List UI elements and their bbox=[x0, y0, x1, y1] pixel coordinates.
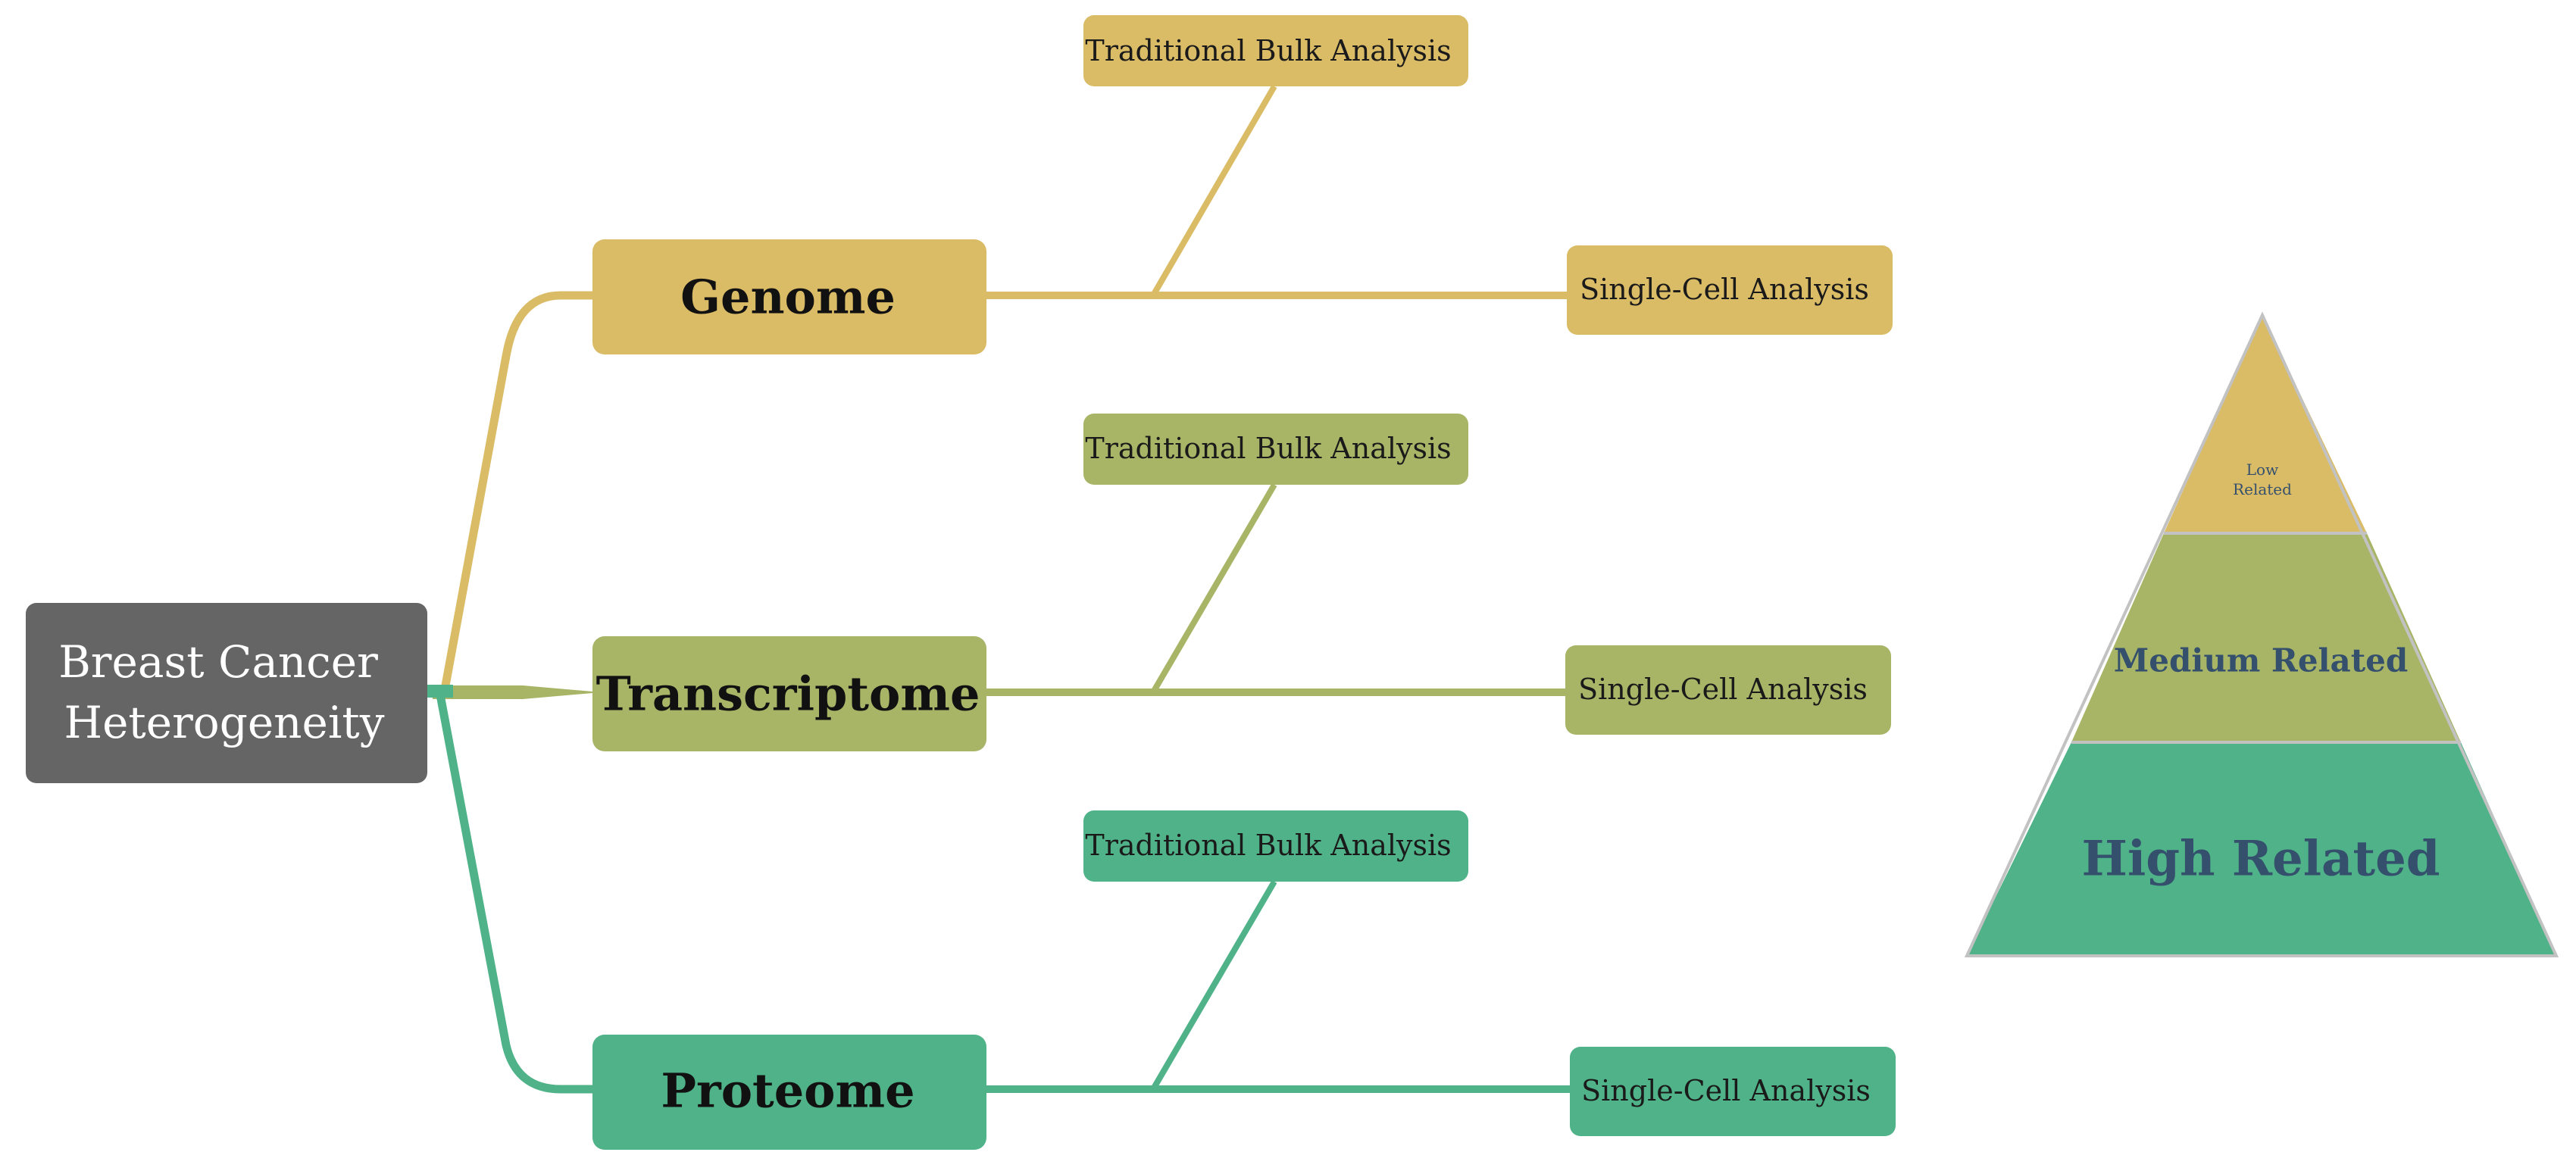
root-node-box bbox=[26, 603, 427, 783]
root-node-label-line2: Heterogeneity bbox=[64, 697, 385, 748]
root-node[interactable]: Breast Cancer Heterogeneity bbox=[26, 603, 427, 783]
leaf-genome-bulk-box bbox=[1083, 15, 1468, 86]
connector-proteome-bulk bbox=[1150, 879, 1277, 1091]
branch-node-genome-box bbox=[592, 239, 986, 354]
leaf-transcriptome-single-box bbox=[1565, 645, 1891, 735]
pyramid-outline bbox=[1964, 311, 2559, 957]
leaf-transcriptome-bulk-box bbox=[1083, 414, 1468, 485]
leaf-transcriptome-single[interactable]: Single-Cell Analysis bbox=[1565, 645, 1891, 735]
leaf-proteome-bulk-label: Traditional Bulk Analysis bbox=[1085, 829, 1451, 862]
branch-node-proteome[interactable]: Proteome bbox=[592, 1035, 986, 1150]
branch-node-genome-label: Genome bbox=[680, 270, 896, 325]
leaf-transcriptome-bulk-label: Traditional Bulk Analysis bbox=[1085, 432, 1451, 465]
pyramid-low-label-line1: Low bbox=[2246, 461, 2278, 479]
connector-transcriptome-bulk bbox=[1150, 482, 1277, 695]
leaf-proteome-single-box bbox=[1570, 1047, 1896, 1136]
connector-root-proteome bbox=[435, 686, 597, 1094]
leaf-genome-bulk[interactable]: Traditional Bulk Analysis bbox=[1083, 15, 1468, 86]
branch-node-proteome-box bbox=[592, 1035, 986, 1150]
pyramid-low-label-line2: Related bbox=[2233, 480, 2292, 498]
pyramid-tier-low bbox=[2164, 315, 2367, 533]
leaf-connectors bbox=[986, 84, 1570, 1093]
root-node-label-line1: Breast Cancer bbox=[58, 636, 378, 688]
branch-node-proteome-label: Proteome bbox=[661, 1063, 914, 1119]
leaf-proteome-single-label: Single-Cell Analysis bbox=[1581, 1074, 1871, 1107]
leaf-genome-single[interactable]: Single-Cell Analysis bbox=[1567, 245, 1893, 335]
connector-root-genome bbox=[441, 291, 597, 690]
connector-genome-bulk bbox=[1150, 84, 1277, 298]
relevance-pyramid: Low Related Medium Related High Related bbox=[1964, 311, 2559, 957]
leaf-proteome-single[interactable]: Single-Cell Analysis bbox=[1570, 1047, 1896, 1136]
branch-node-transcriptome-box bbox=[592, 636, 986, 751]
leaf-genome-bulk-label: Traditional Bulk Analysis bbox=[1085, 34, 1451, 67]
connector-root-transcriptome bbox=[433, 685, 593, 699]
root-connectors bbox=[426, 291, 597, 1094]
branch-node-genome[interactable]: Genome bbox=[592, 239, 986, 354]
leaf-proteome-bulk[interactable]: Traditional Bulk Analysis bbox=[1083, 810, 1468, 882]
pyramid-high-label: High Related bbox=[2081, 831, 2440, 888]
pyramid-tier-high bbox=[1967, 742, 2556, 956]
leaf-transcriptome-bulk[interactable]: Traditional Bulk Analysis bbox=[1083, 414, 1468, 485]
leaf-genome-single-box bbox=[1567, 245, 1893, 335]
connector-root-stub bbox=[426, 685, 453, 698]
branch-node-transcriptome[interactable]: Transcriptome bbox=[592, 636, 986, 751]
leaf-proteome-bulk-box bbox=[1083, 810, 1468, 882]
leaf-transcriptome-single-label: Single-Cell Analysis bbox=[1578, 673, 1868, 706]
branch-node-transcriptome-label: Transcriptome bbox=[596, 667, 980, 722]
pyramid-medium-label: Medium Related bbox=[2114, 642, 2408, 679]
leaf-genome-single-label: Single-Cell Analysis bbox=[1580, 273, 1869, 306]
pyramid-tier-medium bbox=[2071, 533, 2461, 742]
